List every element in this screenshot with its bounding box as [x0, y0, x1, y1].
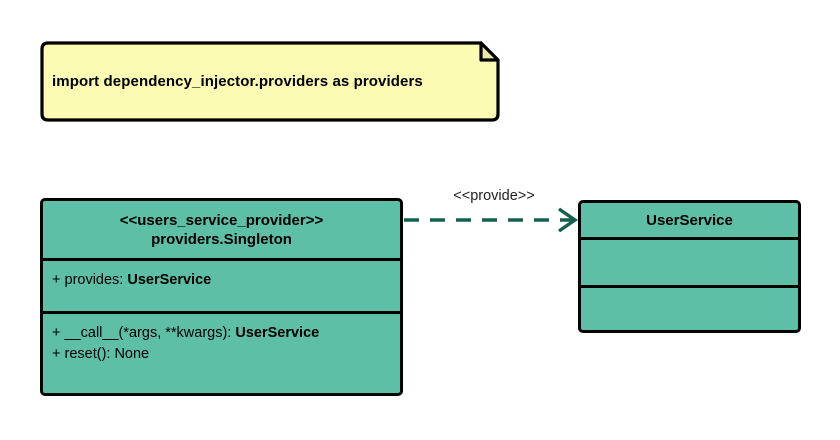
class-stereotype: <<users_service_provider>> [119, 211, 324, 229]
class-operations-compartment [581, 285, 798, 330]
operation-label: __call__(*args, **kwargs): [64, 325, 236, 341]
note-shape [40, 41, 500, 122]
operation-visibility: + [52, 325, 61, 341]
class-header-users-service-provider: <<users_service_provider>> providers.Sin… [43, 201, 400, 258]
operation-row: + __call__(*args, **kwargs): UserService [52, 323, 391, 344]
operation-row: + reset(): None [52, 344, 391, 365]
attribute-label: provides: [64, 272, 128, 288]
relationship-arrow-icon [404, 207, 579, 233]
class-header-user-service: UserService [581, 203, 798, 237]
class-attributes-compartment [581, 237, 798, 285]
operation-visibility: + [52, 346, 61, 362]
attribute-row: + provides: UserService [52, 270, 391, 291]
class-operations-compartment: + __call__(*args, **kwargs): UserService… [43, 311, 400, 393]
relationship-label: <<provide>> [453, 188, 535, 204]
class-box-user-service[interactable]: UserService [578, 200, 801, 333]
attribute-type: UserService [127, 272, 212, 288]
note-text: import dependency_injector.providers as … [52, 73, 423, 90]
operation-label: reset(): None [64, 346, 150, 362]
attribute-visibility: + [52, 272, 61, 288]
class-name: providers.Singleton [151, 230, 292, 248]
class-box-users-service-provider[interactable]: <<users_service_provider>> providers.Sin… [40, 198, 403, 396]
operation-type: UserService [235, 325, 320, 341]
class-name: UserService [646, 211, 733, 229]
relationship-provide[interactable] [395, 183, 590, 238]
class-attributes-compartment: + provides: UserService [43, 258, 400, 311]
note-import[interactable]: import dependency_injector.providers as … [38, 41, 500, 122]
